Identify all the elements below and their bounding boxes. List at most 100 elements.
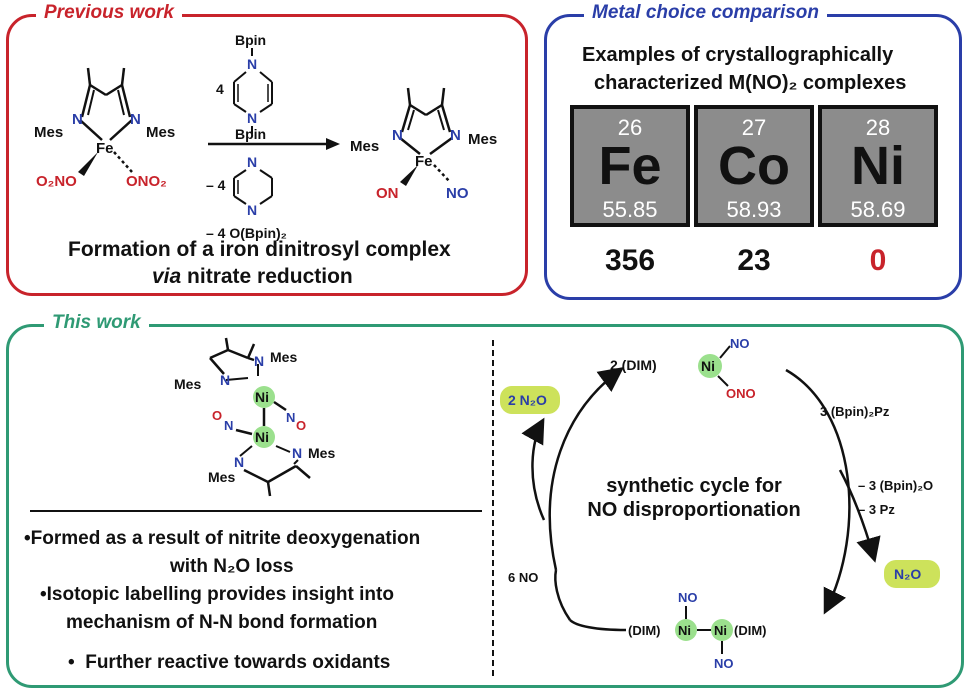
arrow-to-n2o-left [521, 417, 546, 521]
svg-text:– 4 O(Bpin)₂: – 4 O(Bpin)₂ [206, 225, 287, 241]
element-tile-co: 27 Co 58.93 [694, 105, 814, 227]
element-symbol: Fe [598, 136, 662, 196]
svg-text:N: N [247, 56, 257, 72]
element-symbol: Ni [851, 136, 905, 196]
svg-text:Mes: Mes [350, 138, 379, 155]
bullet-dot: • [68, 652, 86, 673]
cycle-ni-top [698, 354, 722, 378]
previous-work-caption-line2: via nitrate reduction [152, 265, 353, 289]
bullet-1-line1: •Formed as a result of nitrite deoxygena… [24, 528, 421, 549]
fe-dinitrosyl-complex: N N Mes Mes Fe ON NO [350, 87, 497, 202]
previous-work-scheme: N N Mes Mes Fe O₂NO ONO₂ Bpin N N Bpin 4… [34, 32, 497, 241]
left-mes-left: Mes [34, 124, 63, 141]
n2o-highlight-right [884, 560, 940, 588]
svg-text:ON: ON [376, 185, 399, 202]
cycle-byproduct-1: – 3 (Bpin)₂O [858, 478, 933, 493]
this-work-vertical-divider [492, 340, 494, 676]
ni-dimer-structure: N N Mes Mes Ni N O O N Ni N N Mes Mes [174, 337, 335, 497]
this-work-panel [6, 324, 964, 688]
left-metal-label: Fe [96, 140, 114, 157]
cycle-center-line2: NO disproportionation [587, 499, 800, 521]
left-n2-label: N [130, 111, 141, 128]
cycle-reagent-in: 3 (Bpin)₂Pz [820, 404, 890, 419]
fe-nitrate-complex: N N Mes Mes Fe O₂NO ONO₂ [34, 67, 175, 190]
cycle-ni-bottom-left [675, 619, 697, 641]
svg-text:– 4: – 4 [206, 177, 226, 193]
previous-work-panel [6, 14, 528, 296]
cycle-product-left: 2 N₂O [508, 392, 547, 408]
bullet-2-line1: •Isotopic labelling provides insight int… [40, 584, 394, 605]
svg-text:Bpin: Bpin [235, 32, 266, 48]
cycle-input-left: 6 NO [508, 570, 538, 585]
svg-text:2 (DIM): 2 (DIM) [610, 357, 657, 373]
svg-text:Ni: Ni [255, 389, 269, 405]
count-co: 23 [737, 244, 771, 277]
cycle-arc-left-top [548, 367, 625, 571]
svg-text:Ni: Ni [255, 429, 269, 445]
cycle-byproduct-2: – 3 Pz [858, 502, 895, 517]
count-fe: 356 [604, 244, 656, 277]
svg-text:Ni: Ni [678, 623, 691, 638]
svg-text:Mes: Mes [208, 469, 235, 485]
metal-heading-line1: Examples of crystallographically [582, 44, 894, 66]
left-ligand-right: ONO₂ [126, 173, 167, 190]
cycle-ni-bottom-right [711, 619, 733, 641]
previous-work-caption-line1: Formation of a iron dinitrosyl complex [68, 238, 451, 261]
svg-text:N: N [220, 372, 230, 388]
svg-text:NO: NO [730, 336, 750, 351]
ni-circle-bottom [253, 426, 275, 448]
left-ligand-left: O₂NO [36, 173, 77, 190]
svg-text:N: N [292, 445, 302, 461]
svg-text:N: N [392, 127, 403, 144]
arrow-to-n2o-right [838, 469, 881, 563]
svg-text:N: N [450, 127, 461, 144]
ni-circle-top [253, 386, 275, 408]
atomic-mass: 58.93 [726, 197, 782, 222]
svg-text:N: N [254, 353, 264, 369]
cycle-center-line1: synthetic cycle for [606, 475, 782, 497]
svg-text:NO: NO [446, 185, 469, 202]
n2o-highlight-left [500, 386, 560, 414]
bullet-3-line1: • Further reactive towards oxidants [68, 652, 391, 673]
count-ni: 0 [869, 244, 887, 277]
element-tile-fe: 26 Fe 55.85 [570, 105, 690, 227]
svg-text:N: N [247, 154, 257, 170]
svg-text:N: N [286, 410, 295, 425]
atomic-number: 28 [865, 115, 891, 140]
svg-text:(DIM): (DIM) [628, 623, 661, 638]
cycle-product-right: N₂O [894, 566, 921, 582]
svg-text:NO: NO [678, 590, 698, 605]
svg-text:Mes: Mes [308, 445, 335, 461]
svg-text:NO: NO [714, 656, 734, 671]
svg-text:N: N [247, 202, 257, 218]
svg-text:N: N [247, 110, 257, 126]
metal-heading-line2: characterized M(NO)₂ complexes [594, 72, 907, 94]
bullet-1-line2: with N₂O loss [170, 556, 294, 577]
svg-text:(DIM): (DIM) [734, 623, 767, 638]
atomic-number: 27 [741, 115, 767, 140]
svg-text:O: O [212, 408, 222, 423]
cycle-arc-right [785, 368, 851, 615]
svg-text:Ni: Ni [701, 358, 715, 374]
svg-text:N: N [234, 454, 244, 470]
svg-text:N: N [224, 418, 233, 433]
caption-via: via [152, 265, 182, 288]
metal-comparison-title: Metal choice comparison [584, 2, 828, 24]
synthetic-cycle: 2 (DIM) Ni NO ONO synthetic cycle for NO… [500, 336, 940, 671]
svg-text:Bpin: Bpin [235, 126, 266, 142]
svg-text:ONO: ONO [726, 386, 756, 401]
element-tile-ni: 28 Ni 58.69 [818, 105, 938, 227]
svg-text:Fe: Fe [415, 153, 433, 170]
bullet-dot: • [40, 584, 47, 605]
bullet-2-line2: mechanism of N-N bond formation [66, 612, 378, 633]
svg-text:Mes: Mes [174, 376, 201, 392]
bullet-dot: • [24, 528, 31, 549]
left-n1-label: N [72, 111, 83, 128]
atomic-number: 26 [617, 115, 643, 140]
svg-text:Mes: Mes [270, 349, 297, 365]
left-mes-right: Mes [146, 124, 175, 141]
svg-text:Ni: Ni [714, 623, 727, 638]
pyrazine-byproduct: N N – 4 – 4 O(Bpin)₂ [206, 154, 287, 241]
reaction-arrow-head [326, 138, 340, 150]
bpin-reagent: Bpin N N Bpin 4 [216, 32, 273, 142]
